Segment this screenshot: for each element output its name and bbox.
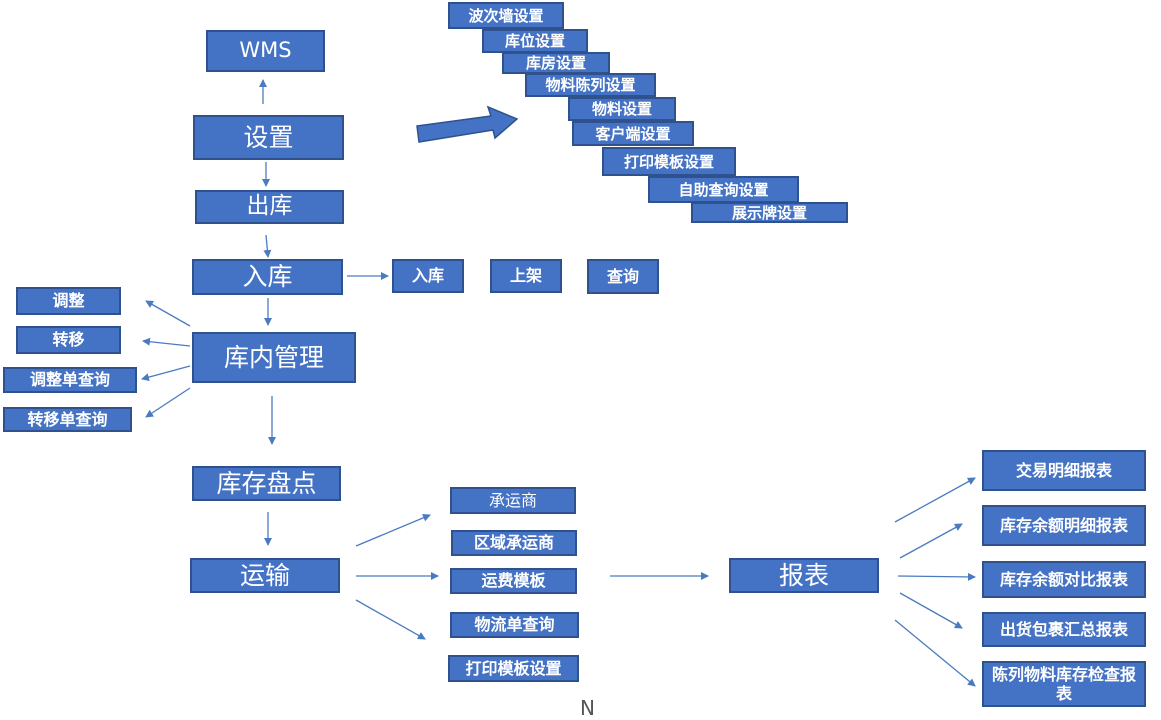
inbound-item: 查询 <box>587 259 659 294</box>
outbound-node: 出库 <box>195 190 344 224</box>
warehouse-item: 调整 <box>16 287 121 315</box>
arrow-transport-to-carrier <box>355 514 431 547</box>
settings-item: 物料陈列设置 <box>525 73 656 97</box>
wms-node: WMS <box>206 30 325 72</box>
arrow-reports-to-report-5 <box>894 619 976 687</box>
arrow-warehouse-to-transfer <box>142 337 191 347</box>
report-item: 陈列物料库存检查报表 <box>982 661 1146 707</box>
transport-item: 承运商 <box>450 487 576 514</box>
settings-item: 库位设置 <box>482 29 588 53</box>
report-item: 交易明细报表 <box>982 450 1146 491</box>
block-arrow-icon <box>416 105 519 143</box>
warehouse-item: 调整单查询 <box>3 367 137 393</box>
arrow-reports-to-report-3 <box>897 572 976 581</box>
inventory-count-node: 库存盘点 <box>192 466 341 501</box>
arrow-transport-to-waybill <box>355 599 426 640</box>
settings-item: 波次墙设置 <box>448 2 564 29</box>
settings-item: 库房设置 <box>502 52 610 74</box>
arrow-reports-to-report-2 <box>899 523 963 559</box>
transport-item: 打印模板设置 <box>448 655 579 682</box>
arrow-outbound-to-inbound <box>263 234 272 258</box>
arrow-reports-to-report-1 <box>894 477 976 523</box>
arrow-reports-to-report-4 <box>899 592 963 629</box>
report-item: 库存余额对比报表 <box>982 561 1146 598</box>
inbound-item: 上架 <box>490 259 562 293</box>
transport-item: 运费模板 <box>450 568 577 594</box>
arrow-warehouse-to-adjust <box>145 300 191 327</box>
footer-fragment: N <box>580 696 595 720</box>
settings-item: 展示牌设置 <box>691 202 848 223</box>
report-item: 库存余额明细报表 <box>982 505 1146 546</box>
inbound-item: 入库 <box>392 259 464 293</box>
settings-node: 设置 <box>193 115 344 160</box>
inbound-node: 入库 <box>192 259 343 295</box>
reports-node: 报表 <box>729 558 879 593</box>
arrow-warehouse-to-adjust-query <box>141 365 191 382</box>
settings-item: 客户端设置 <box>572 121 694 146</box>
warehouse-item: 转移单查询 <box>3 407 132 432</box>
report-item: 出货包裹汇总报表 <box>982 612 1146 647</box>
arrow-warehouse-to-transfer-query <box>145 387 191 418</box>
settings-item: 自助查询设置 <box>648 176 799 203</box>
transport-item: 物流单查询 <box>450 612 579 638</box>
warehouse-item: 转移 <box>16 326 121 354</box>
settings-item: 物料设置 <box>568 97 676 121</box>
transport-node: 运输 <box>190 558 340 593</box>
warehouse-management-node: 库内管理 <box>192 332 356 383</box>
settings-item: 打印模板设置 <box>602 147 736 176</box>
transport-item: 区域承运商 <box>451 530 577 556</box>
